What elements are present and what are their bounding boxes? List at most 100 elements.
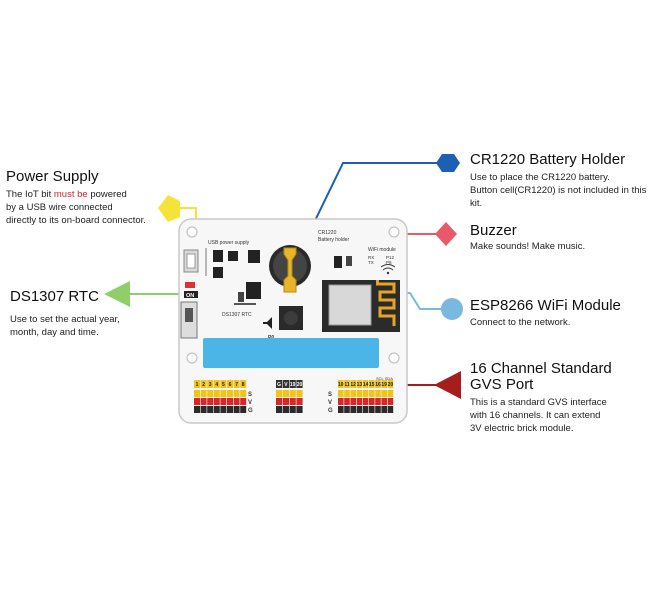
power-desc-emphasis: must be [53,189,88,200]
mount-hole [186,352,198,364]
wifi-icon [380,264,396,268]
pin-number-label: 10 [338,382,344,388]
row-g-label-right: G [328,408,333,414]
pin-number-label: 11 [344,382,350,388]
pin-gnd [200,406,207,413]
power-led [185,282,195,288]
gvs-title-line1: 16 Channel Standard [470,360,612,377]
pin-number-label: 14 [363,382,369,388]
gvs-title: 16 Channel Standard GVS Port [470,361,612,393]
pin-column: 2 [200,380,207,413]
pin-number-bg [362,380,369,388]
pin-number-bg [233,380,240,388]
pin-vcc [375,398,381,405]
battery-clip [283,247,297,293]
on-label: ON [186,293,194,299]
usb-label: USB power supply [208,240,250,246]
pin-number-label: 2 [202,382,205,388]
pin-number-label: 5 [222,382,225,388]
pin-gnd [233,406,240,413]
pin-number-bg [356,380,363,388]
pin-signal [200,390,207,397]
buzzer-title: Buzzer [470,222,517,239]
pin-signal [289,390,296,397]
pin-number-label: 20 [388,382,394,388]
row-s-label: S [248,392,252,398]
pin-column: 3 [207,380,214,413]
pin-number-label: 20 [297,382,303,388]
pin-vcc [344,398,350,405]
row-s-label-right: S [328,392,332,398]
pin-signal [220,390,227,397]
pin-number-bg [213,380,220,388]
pin-gnd [194,406,200,413]
pin-column: 6 [227,380,233,413]
pin-number-bg [220,380,227,388]
pin-gnd [296,406,303,413]
pin-vcc [276,398,283,405]
gvs-desc-line1: This is a standard GVS interface [470,397,607,408]
pin-number-bg [194,380,200,388]
pin-gnd [289,406,296,413]
pin-vcc [282,398,289,405]
pin-signal [213,390,220,397]
pin-vcc [240,398,247,405]
gvs-desc-line2: with 16 channels. It can extend [470,410,601,421]
esp8266-shield [328,284,372,326]
rtc-desc-line2: month, day and time. [10,327,99,338]
pin-gnd [220,406,227,413]
battery-title: CR1220 Battery Holder [470,151,626,168]
rtc-marker [104,281,130,307]
chip [213,267,223,278]
rtc-title: DS1307 RTC [10,288,99,305]
gvs-marker [434,371,461,399]
gvs-title-line2: GVS Port [470,376,534,393]
pin-column: 7 [233,380,240,413]
power-description: The IoT bit must be powered by a USB wir… [6,188,166,227]
pin-column: 5 [220,380,227,413]
pin-gnd [227,406,233,413]
pin-signal [227,390,233,397]
chip [213,250,223,262]
wifi-desc-line1: Connect to the network. [470,317,571,328]
pin-column: 16 [375,380,381,413]
mount-hole [388,226,400,238]
pin-vcc [200,398,207,405]
gvs-desc-line3: 3V electric brick module. [470,423,574,434]
pin-number-bg [381,380,387,388]
power-desc-line1: The IoT bit [6,189,54,200]
pin-number-label: 15 [369,382,375,388]
pin-vcc [213,398,220,405]
pin-gnd [356,406,363,413]
pin-number-label: 4 [215,382,218,388]
pin-vcc [194,398,200,405]
pin-number-label: 13 [357,382,363,388]
pin-gnd [350,406,356,413]
pin-signal [207,390,214,397]
chip [346,256,352,266]
pin-column: 19 [289,380,296,413]
wifi-marker [441,298,463,320]
battery-board-label: CR1220 [318,230,337,236]
pin-number-bg [369,380,375,388]
pin-gnd [369,406,375,413]
pin-gnd [381,406,387,413]
power-desc-line1-end: powered [87,189,127,200]
pin-vcc [362,398,369,405]
battery-description: Use to place the CR1220 battery. Button … [470,171,658,210]
pin-number-bg [200,380,207,388]
pin-vcc [289,398,296,405]
pin-number-bg [350,380,356,388]
pin-vcc [233,398,240,405]
pin-number-label: 3 [209,382,212,388]
pin-column: 10 [338,380,344,413]
rtc-board-label: DS1307 RTC [222,312,252,318]
pin-number-bg [227,380,233,388]
pin-number-label: 19 [290,382,296,388]
pin-gnd [213,406,220,413]
pin-gnd [362,406,369,413]
power-title: Power Supply [6,168,99,185]
antenna-stub [376,280,379,285]
